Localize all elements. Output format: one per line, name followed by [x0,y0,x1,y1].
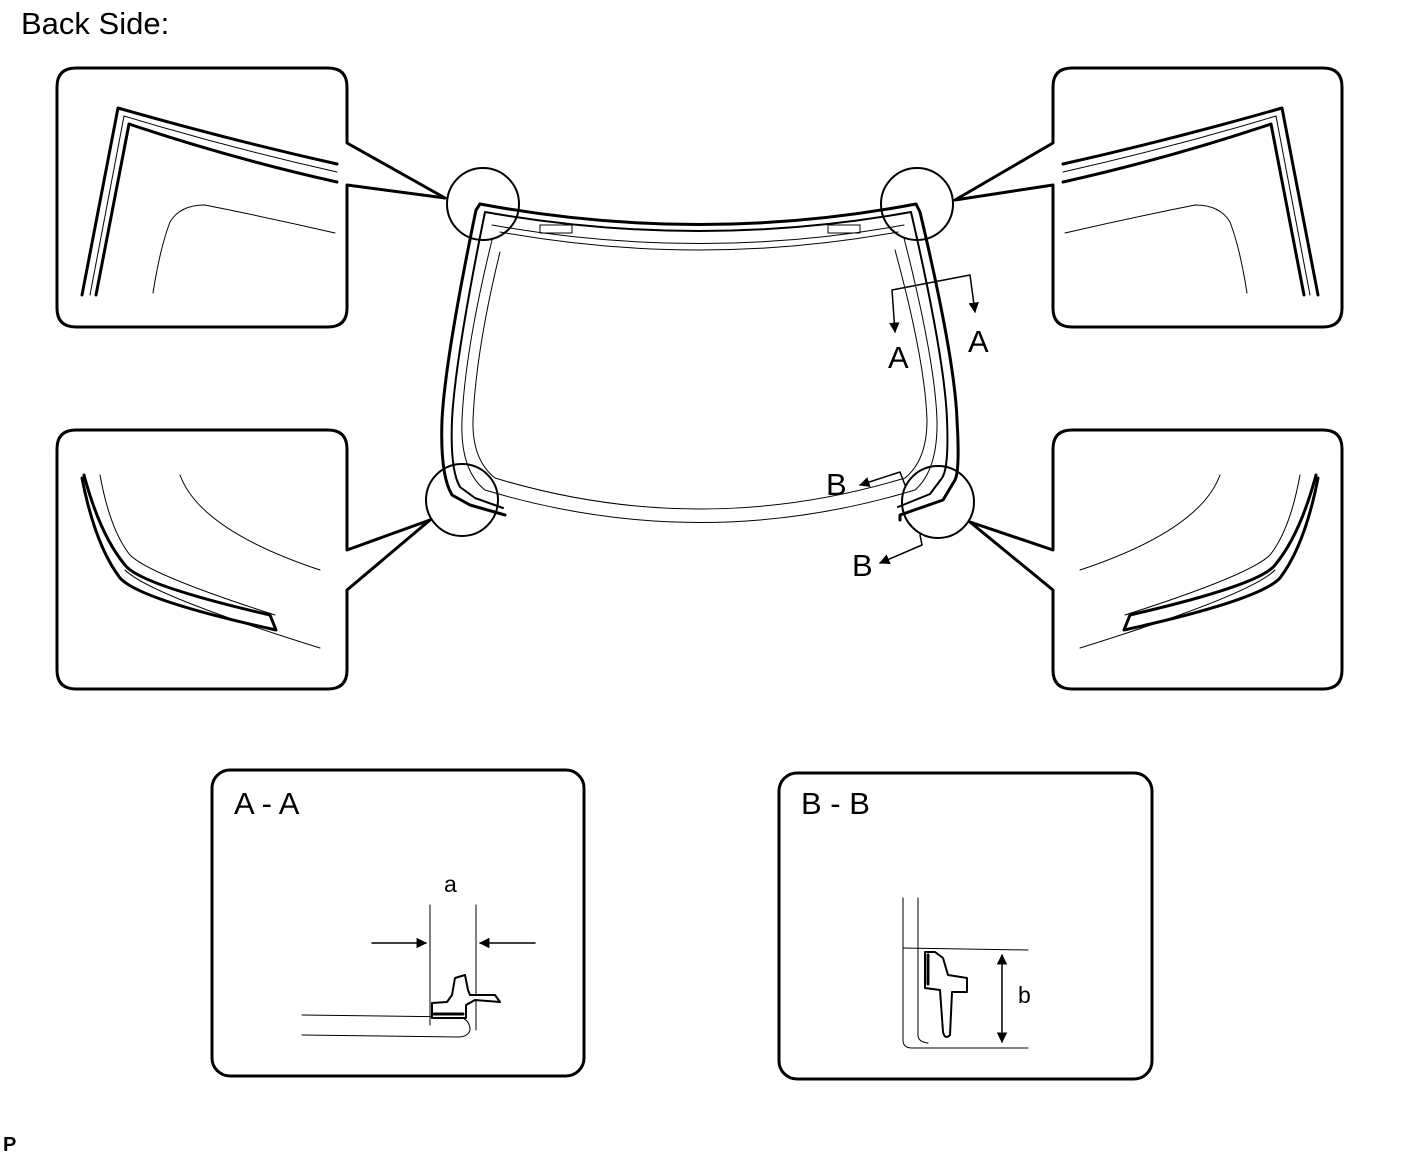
footer-code: P [3,1134,17,1156]
dimension-a-label: a [444,871,457,897]
detail-circle-bottom-left [425,463,499,537]
section-a-marker-right: A [968,324,989,359]
dimension-b-label: b [1018,982,1031,1008]
page-title: Back Side: [21,6,170,41]
windshield-outline [440,202,960,523]
section-bb-title: B - B [801,786,870,821]
section-a-marker-left: A [888,340,909,375]
section-b-cut [859,471,923,565]
section-aa-title: A - A [234,786,300,821]
section-box-aa [210,768,586,1078]
callout-top-right [953,66,1344,329]
callout-bottom-left [55,428,432,691]
section-a-cut [889,274,979,334]
detail-circle-top-left [446,167,520,241]
detail-circle-top-right [880,167,954,241]
section-box-bb [777,771,1154,1081]
section-b-marker-lower: B [852,548,873,583]
section-b-marker-upper: B [826,467,847,502]
detail-circle-bottom-right [901,465,975,539]
callout-bottom-right [968,428,1344,691]
callout-top-left [55,66,447,329]
